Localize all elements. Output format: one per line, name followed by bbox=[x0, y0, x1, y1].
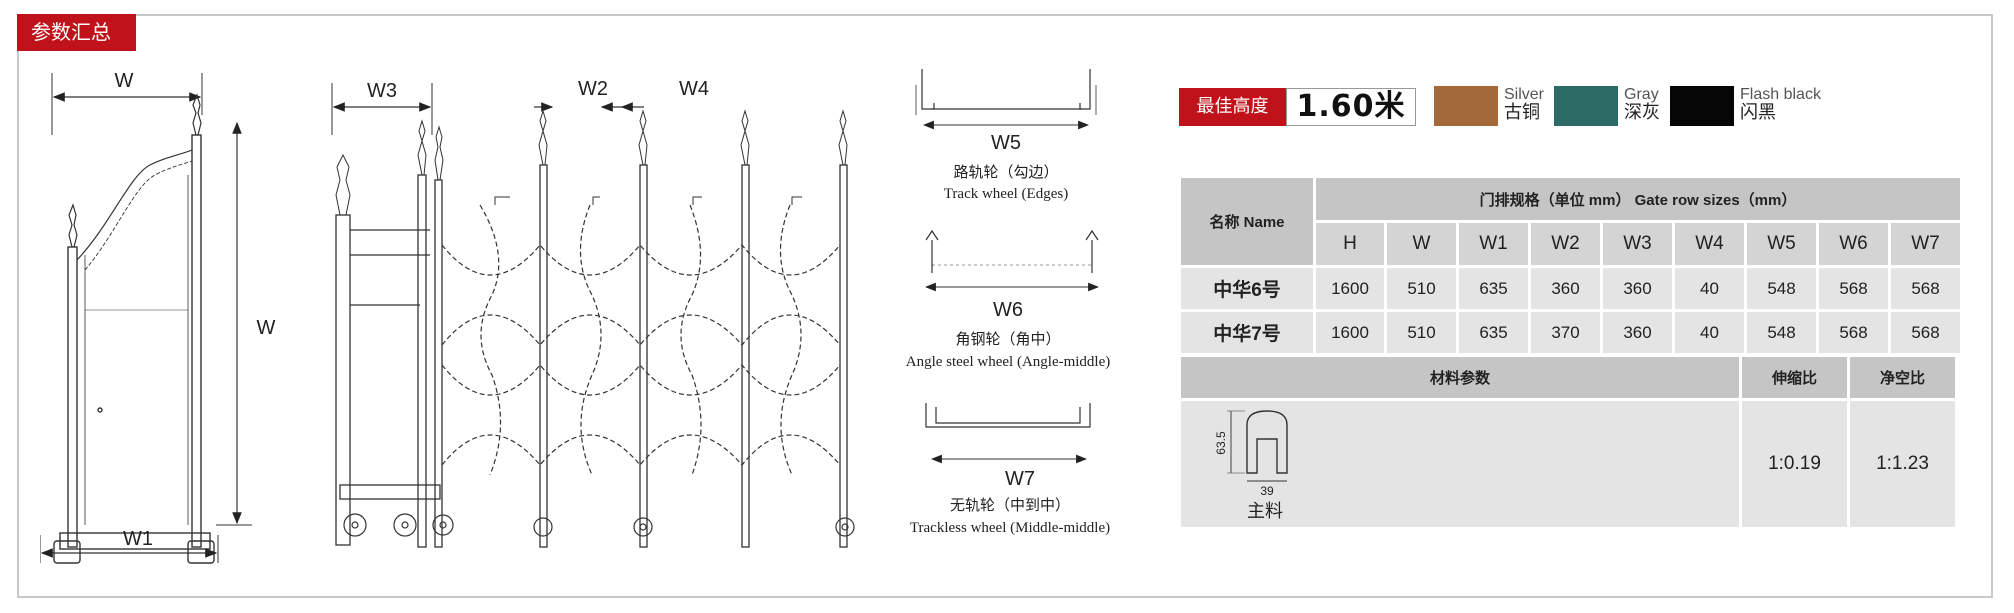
best-height-value: 1.60米 bbox=[1286, 88, 1416, 126]
color-option-silver: Silver 古铜 bbox=[1434, 86, 1544, 126]
trackless-wheel-detail bbox=[925, 403, 1091, 464]
table-cell: 1600 bbox=[1316, 312, 1384, 353]
dim-w2: W2 bbox=[578, 78, 608, 100]
col-header: W1 bbox=[1459, 223, 1528, 265]
track-wheel-detail bbox=[915, 69, 1097, 130]
color-option-gray: Gray 深灰 bbox=[1554, 86, 1660, 126]
clear-header: 净空比 bbox=[1850, 357, 1955, 398]
clear-value: 1:1.23 bbox=[1850, 401, 1955, 527]
col-header: H bbox=[1316, 223, 1384, 265]
color-en-silver: Silver bbox=[1504, 86, 1545, 103]
track-wheel-en: Track wheel (Edges) bbox=[944, 186, 1068, 202]
summary-frame bbox=[17, 14, 1993, 598]
table-cell: 568 bbox=[1819, 268, 1888, 309]
col-header: W6 bbox=[1819, 223, 1888, 265]
color-cn-gray: 深灰 bbox=[1624, 102, 1661, 123]
name-header: 名称 Name bbox=[1181, 178, 1313, 265]
material-profile-cell: 63.5 39 主料 bbox=[1181, 401, 1739, 527]
material-table: 材料参数 伸缩比 净空比 63.5 39 主料 1:0.19 1:1.23 bbox=[1178, 354, 1958, 530]
color-options: Silver 古铜 Gray 深灰 Flash black 闪黑 bbox=[1434, 86, 1821, 126]
profile-drawing: 63.5 39 主料 bbox=[1214, 410, 1288, 522]
best-height: 最佳高度 1.60米 bbox=[1179, 88, 1416, 126]
col-header: W3 bbox=[1603, 223, 1672, 265]
angle-wheel-cn: 角钢轮（角中） bbox=[955, 330, 1060, 348]
table-cell: 548 bbox=[1747, 268, 1816, 309]
col-header: W2 bbox=[1531, 223, 1600, 265]
best-height-label: 最佳高度 bbox=[1179, 88, 1286, 126]
front-view bbox=[331, 83, 855, 548]
section-title: 参数汇总 bbox=[17, 14, 136, 51]
dim-w-top: W bbox=[115, 70, 134, 92]
gate-wheels bbox=[343, 513, 855, 537]
gate-drawing: W W W1 bbox=[40, 69, 1111, 564]
dim-w6: W6 bbox=[993, 299, 1023, 321]
table-cell: 510 bbox=[1387, 268, 1456, 309]
color-option-black: Flash black 闪黑 bbox=[1670, 86, 1821, 126]
dim-w-side: W bbox=[257, 317, 276, 339]
color-cn-silver: 古铜 bbox=[1504, 102, 1540, 123]
profile-width: 39 bbox=[1260, 484, 1274, 498]
gate-posts bbox=[417, 164, 848, 548]
table-cell: 548 bbox=[1747, 312, 1816, 353]
color-en-gray: Gray bbox=[1624, 86, 1659, 103]
dim-w4: W4 bbox=[679, 78, 709, 100]
table-cell: 635 bbox=[1459, 268, 1528, 309]
color-en-black: Flash black bbox=[1740, 86, 1821, 103]
color-cn-black: 闪黑 bbox=[1740, 102, 1777, 123]
table-cell: 360 bbox=[1531, 268, 1600, 309]
trackless-wheel-cn: 无轨轮（中到中） bbox=[950, 496, 1070, 514]
table-cell: 635 bbox=[1459, 312, 1528, 353]
table-cell: 370 bbox=[1531, 312, 1600, 353]
side-view bbox=[40, 73, 252, 564]
color-chip-black bbox=[1670, 86, 1735, 126]
table-cell: 360 bbox=[1603, 268, 1672, 309]
row-name: 中华7号 bbox=[1181, 312, 1313, 353]
angle-wheel-en: Angle steel wheel (Angle-middle) bbox=[906, 354, 1111, 370]
col-header: W4 bbox=[1675, 223, 1744, 265]
group-header: 门排规格（单位 mm） Gate row sizes（mm） bbox=[1316, 178, 1960, 220]
dim-w7: W7 bbox=[1005, 468, 1035, 490]
row-name: 中华6号 bbox=[1181, 268, 1313, 309]
col-header: W bbox=[1387, 223, 1456, 265]
track-wheel-cn: 路轨轮（勾边） bbox=[953, 163, 1058, 181]
table-cell: 40 bbox=[1675, 312, 1744, 353]
dim-w5: W5 bbox=[991, 132, 1021, 154]
table-cell: 360 bbox=[1603, 312, 1672, 353]
table-cell: 510 bbox=[1387, 312, 1456, 353]
trackless-wheel-en: Trackless wheel (Middle-middle) bbox=[910, 520, 1110, 536]
profile-height: 63.5 bbox=[1214, 431, 1228, 455]
size-table: 名称 Name 门排规格（单位 mm） Gate row sizes（mm） H… bbox=[1178, 175, 1963, 356]
color-chip-gray bbox=[1554, 86, 1619, 126]
table-cell: 568 bbox=[1891, 312, 1960, 353]
profile-name: 主料 bbox=[1247, 501, 1283, 522]
table-cell: 568 bbox=[1819, 312, 1888, 353]
ratio-header: 伸缩比 bbox=[1742, 357, 1847, 398]
angle-wheel-detail bbox=[924, 229, 1100, 292]
col-header: W7 bbox=[1891, 223, 1960, 265]
table-cell: 1600 bbox=[1316, 268, 1384, 309]
color-chip-silver bbox=[1434, 86, 1498, 126]
col-header: W5 bbox=[1747, 223, 1816, 265]
dim-w1: W1 bbox=[123, 528, 153, 550]
material-header: 材料参数 bbox=[1181, 357, 1739, 398]
table-cell: 568 bbox=[1891, 268, 1960, 309]
table-cell: 40 bbox=[1675, 268, 1744, 309]
ratio-value: 1:0.19 bbox=[1742, 401, 1847, 527]
dim-w3: W3 bbox=[367, 80, 397, 102]
